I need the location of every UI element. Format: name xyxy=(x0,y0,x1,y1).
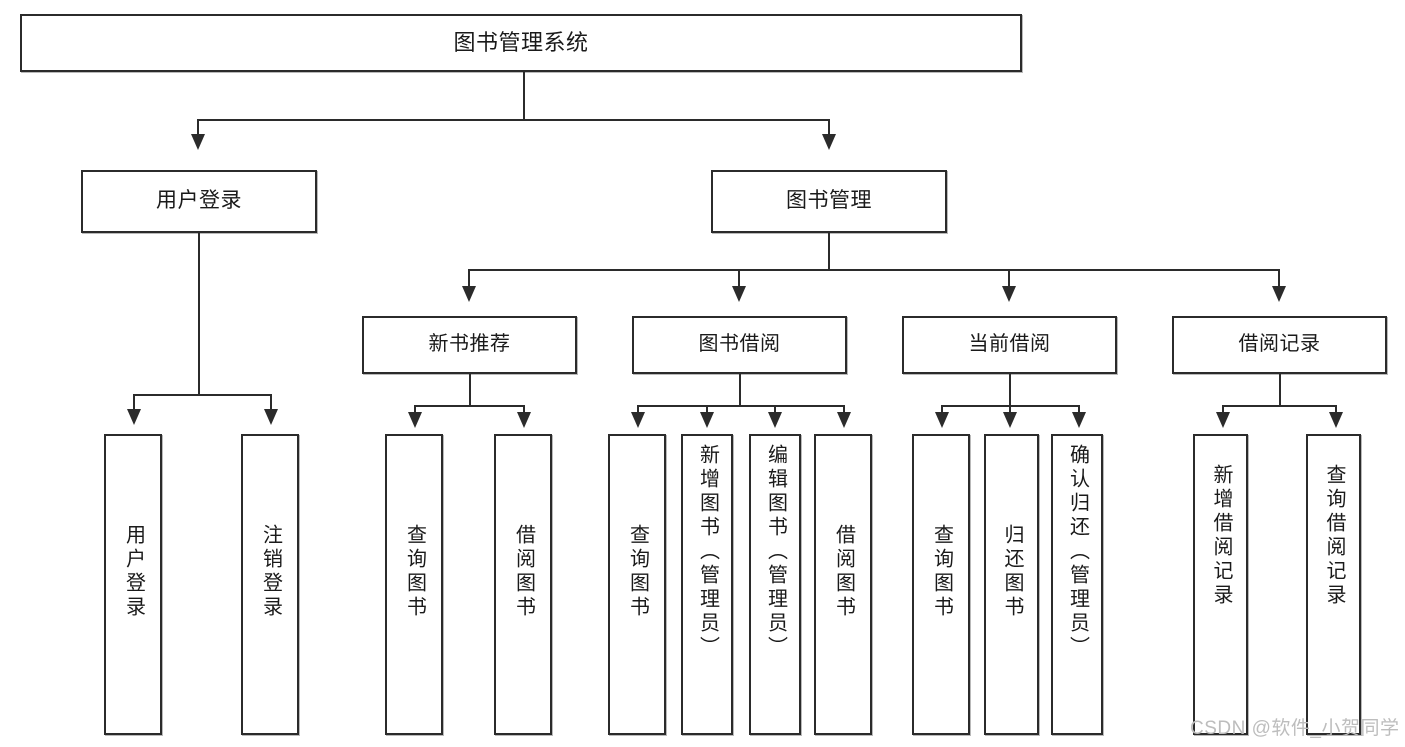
connector-level3-bus xyxy=(468,269,1280,271)
connector-user-login-stem xyxy=(198,233,200,395)
node-label: 图书管理 xyxy=(786,189,872,213)
node-label: 注销登录 xyxy=(259,524,282,620)
connector-root-drop-right xyxy=(828,119,830,137)
node-label: 借阅图书 xyxy=(832,524,855,620)
node-leaf-query-borrow-record[interactable]: 查询借阅记录 xyxy=(1306,434,1361,735)
connector-user-login-bus xyxy=(133,394,272,396)
connector-new-book-recommend-stem xyxy=(469,374,471,406)
connector-borrow-record-stem xyxy=(1279,374,1281,406)
arrowhead-to-leaf-logout-login xyxy=(264,409,278,425)
arrowhead-to-leaf-add-book-admin xyxy=(700,412,714,428)
node-label: 查询图书 xyxy=(403,524,426,620)
connector-user-login-drop-2 xyxy=(270,394,272,410)
node-new-book-recommend[interactable]: 新书推荐 xyxy=(362,316,577,374)
arrowhead-to-leaf-add-borrow-record xyxy=(1216,412,1230,428)
arrowhead-to-leaf-borrow-book-1 xyxy=(517,412,531,428)
node-label: 新增借阅记录 xyxy=(1210,464,1232,608)
connector-book-borrow-bus xyxy=(637,405,845,407)
connector-new-book-recommend-bus xyxy=(414,405,525,407)
node-label: 编辑图书（管理员） xyxy=(764,444,787,660)
node-leaf-logout-login[interactable]: 注销登录 xyxy=(241,434,299,735)
node-label: 借阅图书 xyxy=(512,524,535,620)
node-leaf-borrow-book-2[interactable]: 借阅图书 xyxy=(814,434,872,735)
connector-level3-drop-2 xyxy=(738,269,740,287)
arrowhead-to-leaf-borrow-book-2 xyxy=(837,412,851,428)
arrowhead-to-leaf-edit-book-admin xyxy=(768,412,782,428)
node-leaf-edit-book-admin[interactable]: 编辑图书（管理员） xyxy=(749,434,801,735)
node-leaf-borrow-book-1[interactable]: 借阅图书 xyxy=(494,434,552,735)
connector-user-login-drop-1 xyxy=(133,394,135,410)
arrowhead-to-leaf-return-book xyxy=(1003,412,1017,428)
node-book-borrow[interactable]: 图书借阅 xyxy=(632,316,847,374)
node-user-login[interactable]: 用户登录 xyxy=(81,170,317,233)
connector-current-borrow-stem xyxy=(1009,374,1011,406)
connector-level3-drop-4 xyxy=(1278,269,1280,287)
node-book-management[interactable]: 图书管理 xyxy=(711,170,947,233)
node-label: 图书管理系统 xyxy=(453,30,589,56)
arrowhead-to-leaf-confirm-return-admin xyxy=(1072,412,1086,428)
node-leaf-return-book[interactable]: 归还图书 xyxy=(984,434,1039,735)
arrowhead-to-leaf-query-borrow-record xyxy=(1329,412,1343,428)
arrowhead-to-leaf-query-book-1 xyxy=(408,412,422,428)
connector-book-borrow-stem xyxy=(739,374,741,406)
arrowhead-to-leaf-user-login xyxy=(127,409,141,425)
node-label: 查询图书 xyxy=(930,524,953,620)
arrowhead-to-book-management xyxy=(822,134,836,150)
node-label: 确认归还（管理员） xyxy=(1066,444,1089,660)
connector-root-drop-left xyxy=(197,119,199,137)
node-label: 查询图书 xyxy=(626,524,649,620)
connector-bb-drop-2 xyxy=(706,405,708,413)
node-borrow-record[interactable]: 借阅记录 xyxy=(1172,316,1387,374)
node-leaf-confirm-return-admin[interactable]: 确认归还（管理员） xyxy=(1051,434,1103,735)
node-leaf-user-login[interactable]: 用户登录 xyxy=(104,434,162,735)
arrowhead-to-leaf-query-book-2 xyxy=(631,412,645,428)
node-label: 图书借阅 xyxy=(698,333,781,356)
arrowhead-to-user-login xyxy=(191,134,205,150)
connector-bb-drop-4 xyxy=(843,405,845,413)
connector-level3-drop-3 xyxy=(1008,269,1010,287)
connector-bb-drop-1 xyxy=(637,405,639,413)
arrowhead-to-current-borrow xyxy=(1002,286,1016,302)
node-label: 用户登录 xyxy=(122,524,145,620)
node-current-borrow[interactable]: 当前借阅 xyxy=(902,316,1117,374)
connector-borrow-record-bus xyxy=(1222,405,1337,407)
connector-cb-drop-1 xyxy=(941,405,943,413)
arrowhead-to-new-book-recommend xyxy=(462,286,476,302)
node-leaf-query-book-3[interactable]: 查询图书 xyxy=(912,434,970,735)
connector-br-drop-1 xyxy=(1222,405,1224,413)
connector-cb-drop-3 xyxy=(1078,405,1080,413)
node-label: 用户登录 xyxy=(156,189,242,213)
connector-bb-drop-3 xyxy=(774,405,776,413)
connector-br-drop-2 xyxy=(1335,405,1337,413)
connector-cb-drop-2 xyxy=(1009,405,1011,413)
node-label: 归还图书 xyxy=(1001,524,1023,620)
node-label: 当前借阅 xyxy=(968,333,1051,356)
node-label: 借阅记录 xyxy=(1238,333,1321,356)
node-root-book-management-system[interactable]: 图书管理系统 xyxy=(20,14,1022,72)
node-label: 新增图书（管理员） xyxy=(696,444,719,660)
node-label: 新书推荐 xyxy=(428,333,511,356)
connector-level3-drop-1 xyxy=(468,269,470,287)
connector-root-stem xyxy=(523,72,525,120)
node-label: 查询借阅记录 xyxy=(1323,464,1345,608)
connector-root-bus xyxy=(197,119,829,121)
arrowhead-to-book-borrow xyxy=(732,286,746,302)
node-leaf-query-book-1[interactable]: 查询图书 xyxy=(385,434,443,735)
connector-book-management-stem xyxy=(828,233,830,270)
arrowhead-to-leaf-query-book-3 xyxy=(935,412,949,428)
arrowhead-to-borrow-record xyxy=(1272,286,1286,302)
node-leaf-query-book-2[interactable]: 查询图书 xyxy=(608,434,666,735)
node-leaf-add-book-admin[interactable]: 新增图书（管理员） xyxy=(681,434,733,735)
connector-nbr-drop-1 xyxy=(414,405,416,413)
node-leaf-add-borrow-record[interactable]: 新增借阅记录 xyxy=(1193,434,1248,735)
connector-nbr-drop-2 xyxy=(523,405,525,413)
